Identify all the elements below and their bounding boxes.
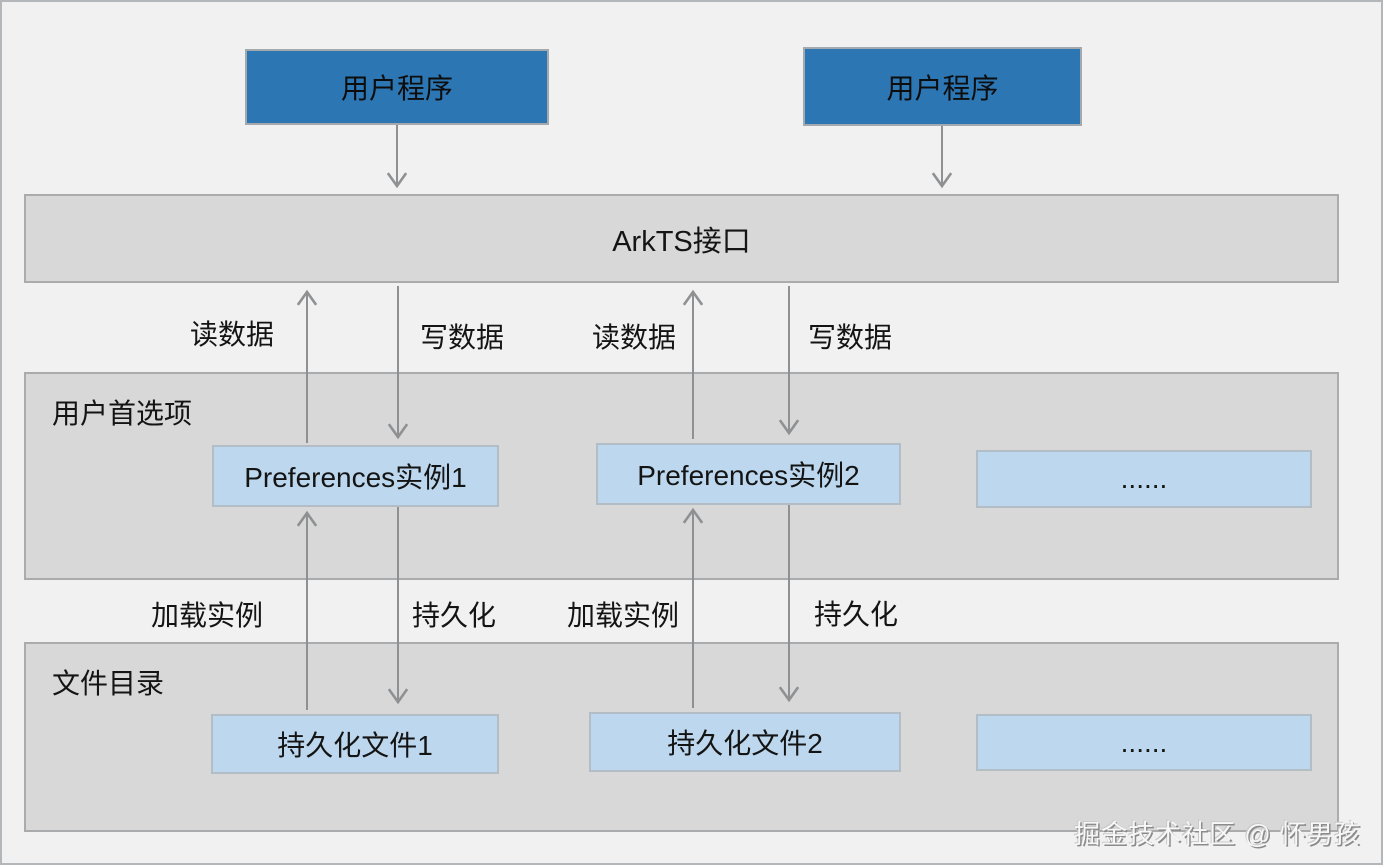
persistent-file-1-label: 持久化文件1: [277, 730, 433, 761]
prefs-section-title: 用户首选项: [52, 398, 193, 429]
preferences-more-box: ......: [976, 450, 1312, 508]
persistent-file-2-label: 持久化文件2: [667, 728, 823, 759]
load-instance-label-2: 加载实例: [566, 600, 680, 631]
user-program-label-1: 用户程序: [340, 73, 453, 104]
read-data-label-1: 读数据: [189, 319, 275, 350]
write-data-label-2: 写数据: [807, 322, 893, 353]
files-more-box: ......: [976, 714, 1312, 771]
arkts-api-label: ArkTS接口: [612, 225, 751, 258]
preferences-more-label: ......: [1120, 463, 1168, 494]
read-data-label-2: 读数据: [591, 322, 677, 353]
persistent-file-2-box: 持久化文件2: [589, 712, 901, 772]
preferences-instance-1-box: Preferences实例1: [212, 445, 499, 507]
preferences-instance-2-label: Preferences实例2: [637, 460, 860, 491]
persist-label-1: 持久化: [411, 600, 497, 631]
persistent-file-1-box: 持久化文件1: [211, 714, 499, 774]
preferences-instance-2-box: Preferences实例2: [596, 443, 901, 505]
arkts-api-band: ArkTS接口: [24, 194, 1339, 283]
files-section: 文件目录 持久化文件1 持久化文件2 ......: [24, 642, 1339, 832]
preferences-instance-1-label: Preferences实例1: [244, 462, 467, 493]
files-section-title: 文件目录: [52, 668, 165, 699]
prefs-section: 用户首选项 Preferences实例1 Preferences实例2 ....…: [24, 372, 1339, 580]
files-more-label: ......: [1120, 726, 1168, 758]
user-program-box-2: 用户程序: [803, 47, 1082, 126]
load-instance-label-1: 加载实例: [150, 600, 264, 631]
juejin-watermark: 掘金技术社区 @ 怀男孩: [1074, 819, 1361, 849]
write-data-label-1: 写数据: [419, 322, 505, 353]
user-program-label-2: 用户程序: [886, 72, 999, 104]
persist-label-2: 持久化: [813, 599, 899, 630]
user-program-box-1: 用户程序: [245, 49, 549, 125]
